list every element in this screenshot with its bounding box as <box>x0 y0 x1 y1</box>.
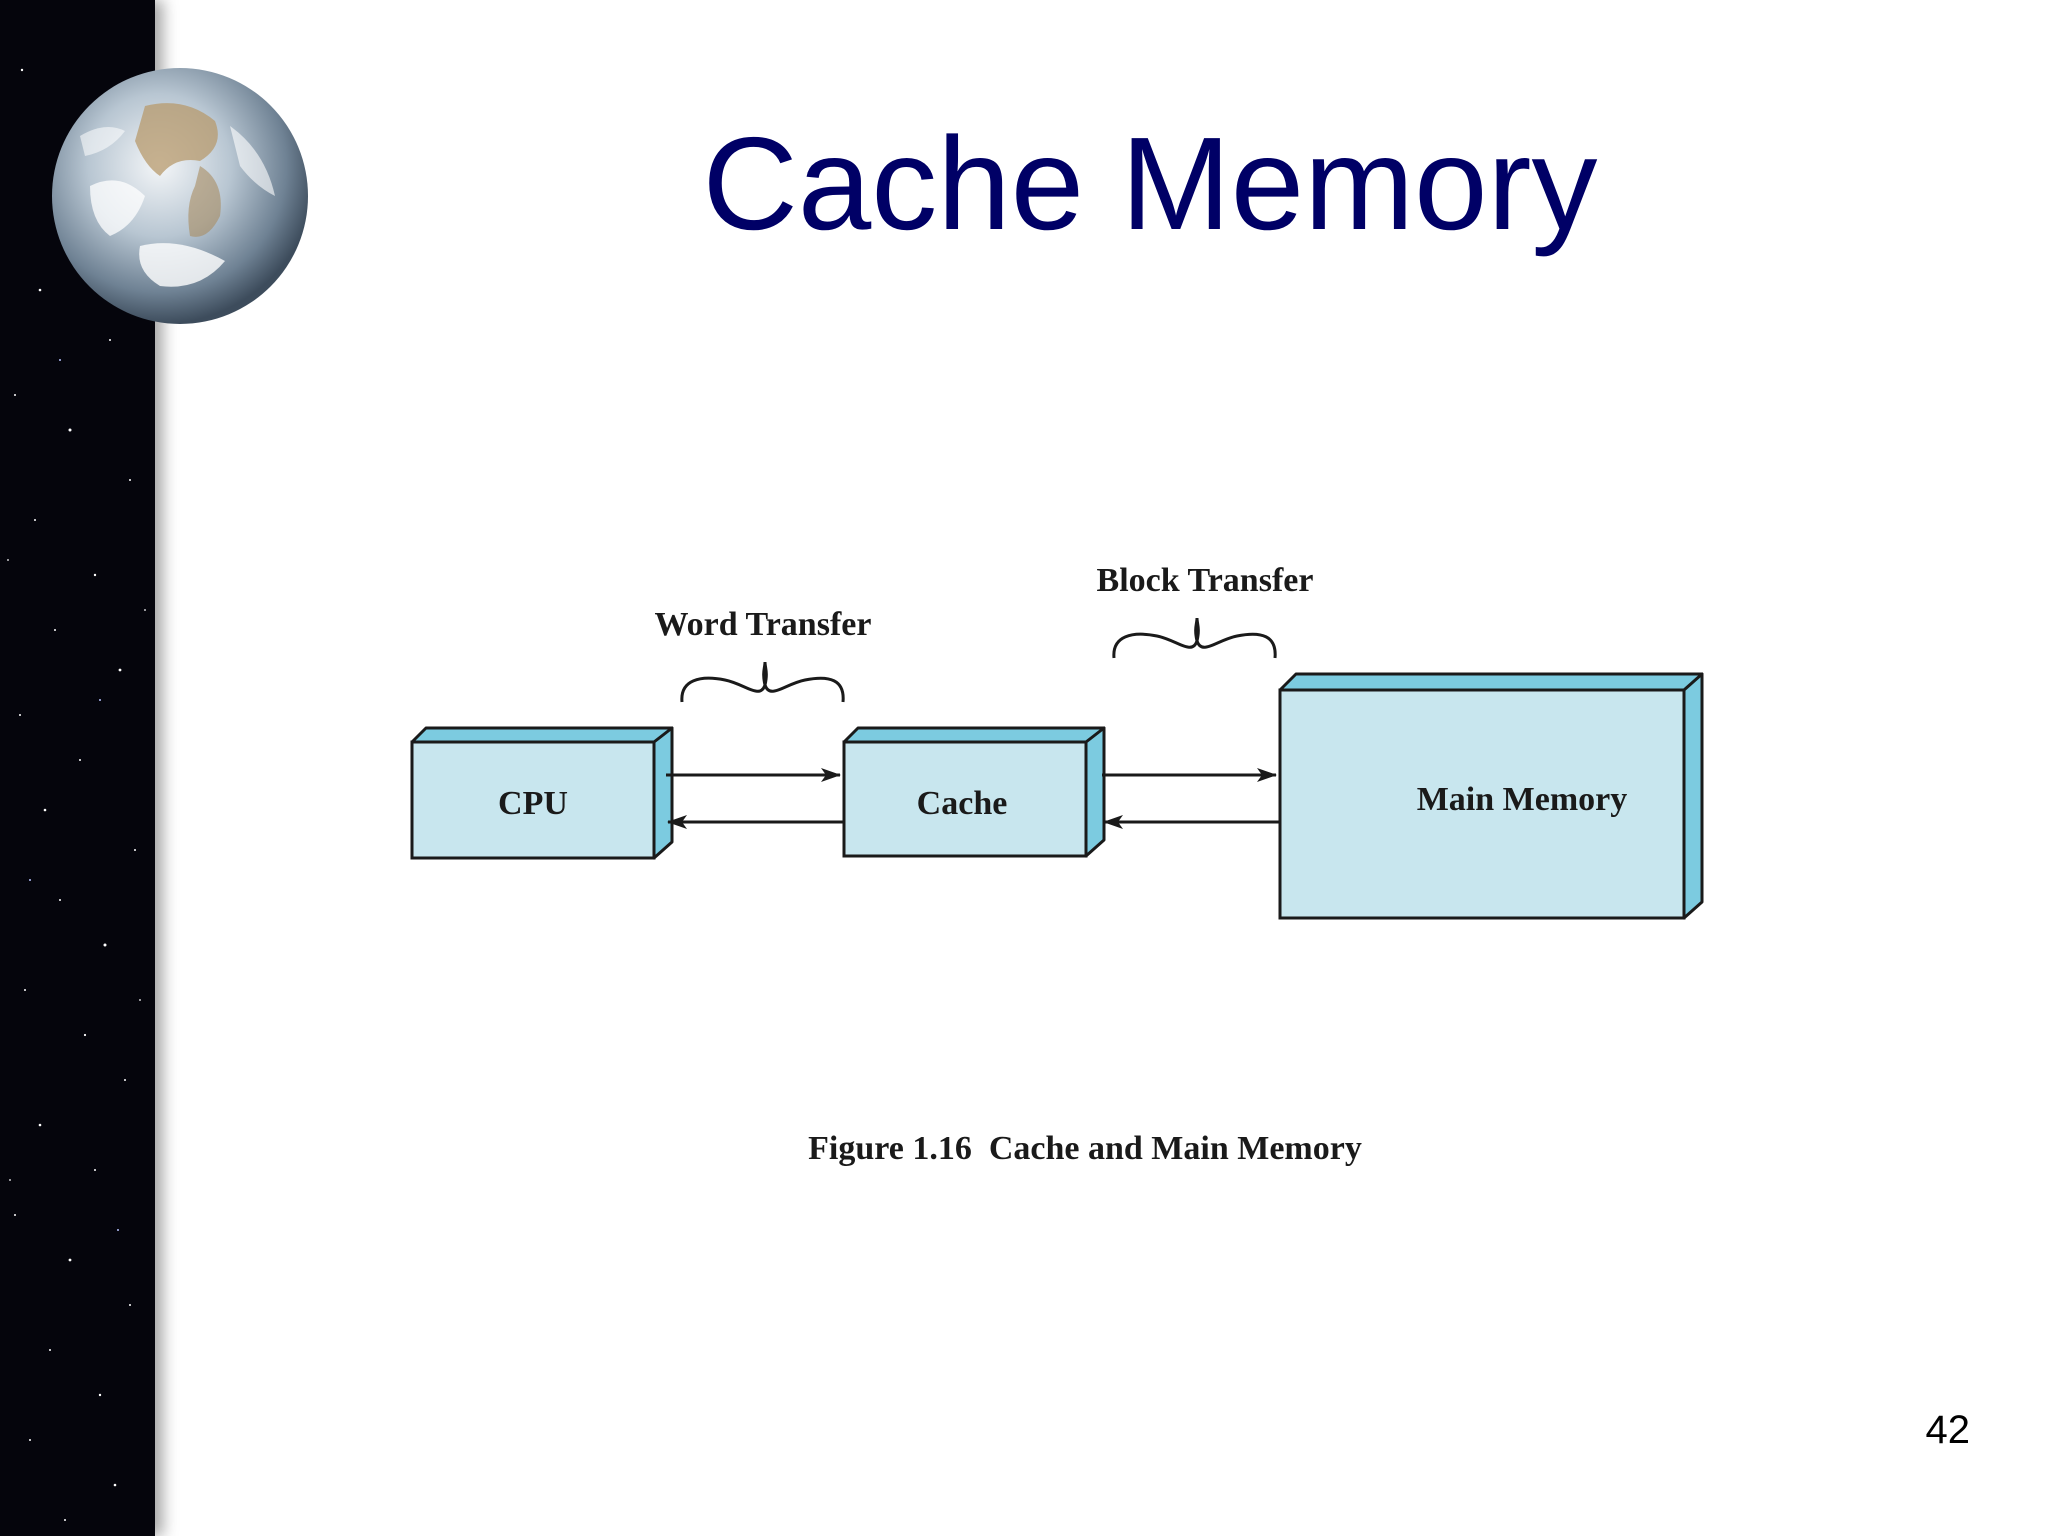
word-transfer-edge: Word Transfer <box>655 606 872 829</box>
block-transfer-edge: Block Transfer <box>1097 562 1314 829</box>
block-transfer-brace <box>1112 617 1277 659</box>
cpu-node: CPU <box>410 726 674 860</box>
figure-caption: Figure 1.16 Cache and Main Memory <box>808 1130 1362 1167</box>
block-transfer-label: Block Transfer <box>1097 562 1314 599</box>
page-number: 42 <box>1925 1408 1971 1452</box>
main-memory-node: Main Memory <box>1278 672 1704 920</box>
main-memory-label: Main Memory <box>1417 781 1628 818</box>
slide-title: Cache Memory <box>702 110 1598 257</box>
globe-icon <box>52 68 308 324</box>
cpu-label: CPU <box>498 785 568 822</box>
cache-label: Cache <box>917 785 1008 822</box>
word-transfer-brace <box>680 661 845 703</box>
cache-node: Cache <box>842 726 1106 858</box>
word-transfer-label: Word Transfer <box>655 606 872 643</box>
